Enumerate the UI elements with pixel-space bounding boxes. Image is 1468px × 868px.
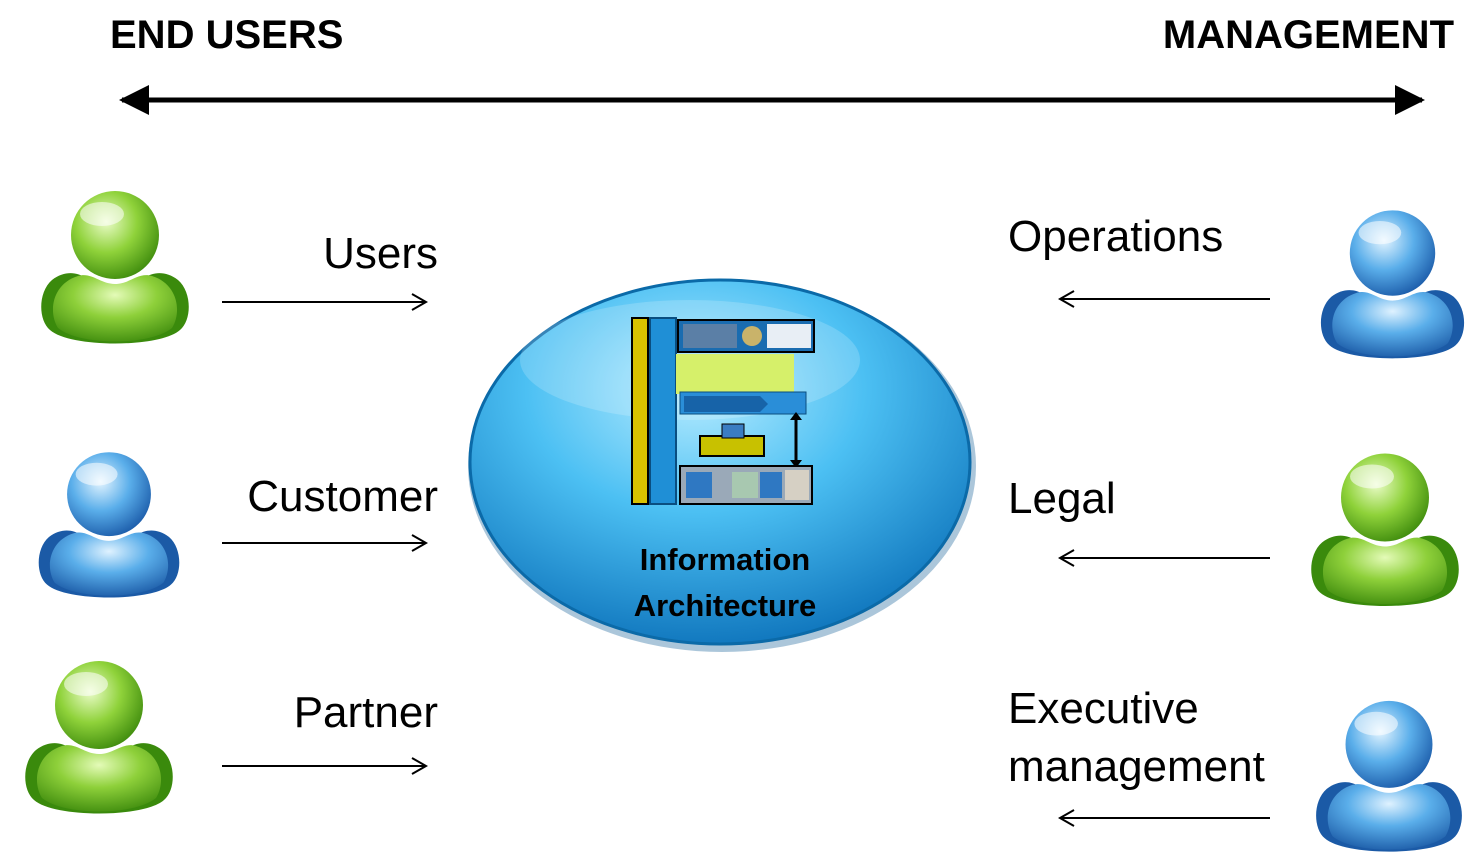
legal-label: Legal [1008,474,1116,523]
legal-person-icon [1311,453,1459,606]
users-label: Users [323,229,438,278]
operations-person-icon [1320,210,1465,359]
customer-arrow [222,534,429,552]
center-title-line1: Information [639,542,811,577]
user-person-icon [41,191,189,344]
customer-label: Customer [247,472,438,521]
operations-label: Operations [1008,212,1224,261]
customer-person-icon [38,452,180,598]
partner-person-icon [25,661,173,814]
end-users-heading: END USERS [110,13,344,57]
partner-label: Partner [293,688,438,737]
executive-arrow [1057,809,1270,827]
executive-person-icon [1316,700,1462,852]
users-arrow [222,293,429,311]
management-label: management [1008,742,1265,791]
legal-arrow [1057,549,1270,567]
center-title-line2: Architecture [633,588,817,623]
management-heading: MANAGEMENT [1162,13,1454,57]
executive-label: Executive [1008,684,1199,733]
information-architecture-title: Information Architecture [560,537,890,629]
architecture-thumbnail [631,317,815,505]
partner-arrow [222,757,429,775]
operations-arrow [1057,290,1270,308]
